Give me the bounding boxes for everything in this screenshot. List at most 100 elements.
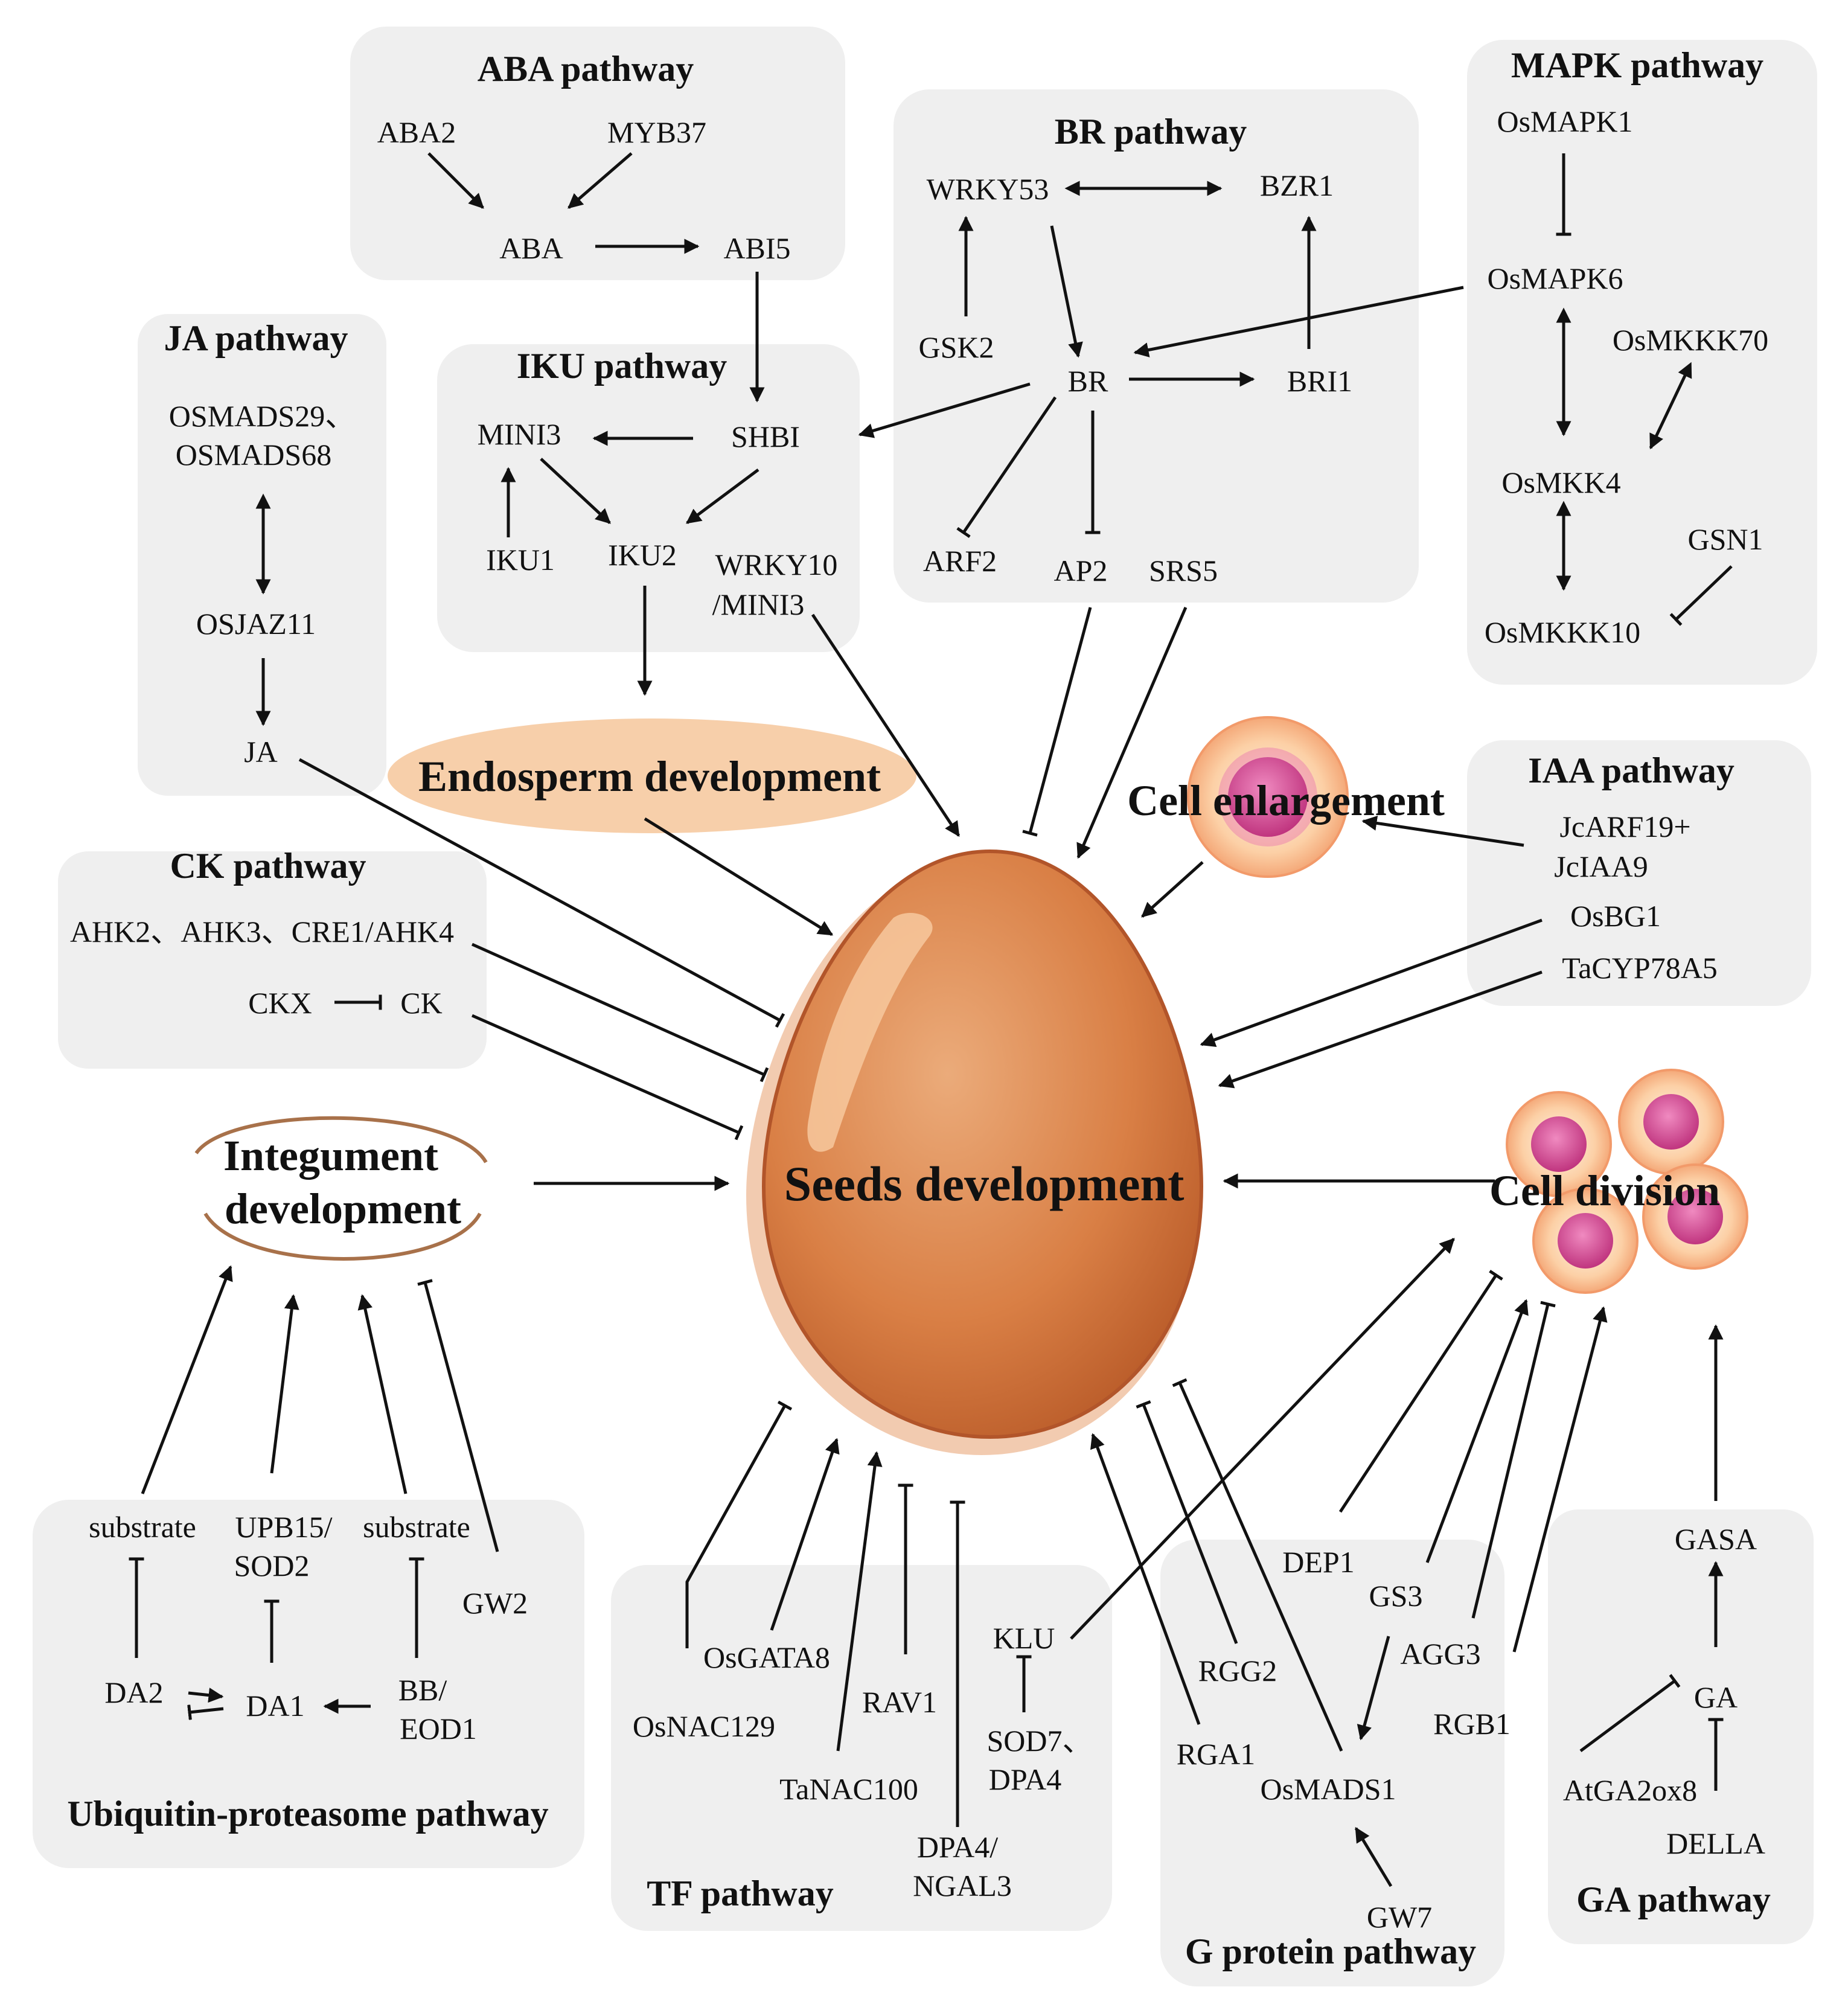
ubiquitin-panel-title: Ubiquitin-proteasome pathway (67, 1794, 548, 1834)
node-sod7-line2: DPA4 (989, 1762, 1061, 1796)
node-atga2ox8: AtGA2ox8 (1563, 1773, 1697, 1807)
node-jciaa9: JcIAA9 (1554, 850, 1648, 883)
node-ahk: AHK2、AHK3、CRE1/AHK4 (70, 915, 454, 949)
node-osmkkk10: OsMKKK10 (1485, 615, 1640, 649)
endosperm-ellipse (388, 718, 916, 833)
node-gs3: GS3 (1369, 1579, 1423, 1613)
node-shbi: SHBI (731, 420, 800, 453)
node-osmads29: OSMADS29、 (169, 399, 355, 433)
node-jcarf19: JcARF19+ (1559, 810, 1690, 843)
node-wrky53: WRKY53 (927, 172, 1049, 206)
integument-bottom-arc (203, 1212, 482, 1261)
node-srs5: SRS5 (1149, 554, 1218, 587)
node-abi5: ABI5 (723, 231, 790, 265)
node-iku1: IKU1 (486, 543, 555, 577)
node-ja: JA (244, 735, 278, 769)
ja-panel-title: JA pathway (164, 318, 348, 358)
node-osmkk4: OsMKK4 (1501, 466, 1620, 499)
node-br: BR (1068, 364, 1108, 398)
edge-gw7-osmads1 (1354, 1826, 1393, 1887)
iku-panel-title: IKU pathway (517, 346, 727, 386)
iku-panel (437, 344, 860, 652)
edge-rgb1-celldivision (1471, 1301, 1556, 1619)
edge-rgg2-seed (1136, 1400, 1238, 1644)
edge-upb15-integument (270, 1294, 299, 1474)
cell-enlargement-cell (1187, 716, 1349, 878)
edge-substrate1-integument (141, 1265, 233, 1494)
node-rga1: RGA1 (1177, 1737, 1256, 1771)
edge-substrate2-integument (357, 1294, 408, 1494)
edge-klu-celldivision (1070, 1238, 1455, 1640)
node-iku2: IKU2 (608, 538, 677, 572)
ga-panel (1548, 1509, 1814, 1944)
edge-rgb1b-celldivision (1512, 1306, 1608, 1653)
ga-panel-title: GA pathway (1576, 1880, 1771, 1919)
node-bb-line2: EOD1 (400, 1712, 477, 1746)
node-rgg2: RGG2 (1198, 1654, 1277, 1688)
tf-panel (611, 1565, 1112, 1931)
ck-panel (58, 851, 487, 1069)
edge-srs5-seed (1076, 607, 1188, 859)
node-tacyp78a5: TaCYP78A5 (1562, 951, 1718, 985)
edge-osgata8-seed (770, 1438, 840, 1631)
edge-gsn1-osmkkk10 (1669, 565, 1733, 626)
g-protein-panel-title: G protein pathway (1185, 1931, 1476, 1971)
node-sod7-line1: SOD7、 (986, 1724, 1092, 1758)
edge-endosperm-seed (644, 817, 834, 936)
node-gw7: GW7 (1367, 1900, 1432, 1934)
node-agg3: AGG3 (1400, 1637, 1480, 1671)
node-bb-line1: BB/ (398, 1673, 447, 1707)
g-protein-panel (1160, 1540, 1504, 1986)
edge-ja-seed (298, 758, 785, 1028)
node-aba: ABA (499, 231, 563, 265)
node-arf2: ARF2 (923, 544, 997, 578)
node-tanac100: TaNAC100 (779, 1772, 918, 1806)
node-rav1: RAV1 (862, 1685, 937, 1719)
ubiquitin-panel (33, 1500, 584, 1868)
edge-shbi-iku2 (685, 468, 759, 525)
node-da2: DA2 (104, 1675, 163, 1709)
seeds-development-label: Seeds development (784, 1156, 1185, 1211)
node-della: DELLA (1666, 1826, 1765, 1860)
node-dep1: DEP1 (1282, 1545, 1354, 1579)
node-rgb1: RGB1 (1433, 1707, 1511, 1741)
node-myb37: MYB37 (607, 115, 706, 149)
node-bzr1: BZR1 (1260, 168, 1334, 202)
mapk-panel (1467, 40, 1817, 685)
integument-label-line1: Integument (223, 1131, 438, 1180)
node-ap2: AP2 (1054, 554, 1108, 587)
edge-dep1-celldivision (1338, 1270, 1503, 1513)
edge-da1-da2 (187, 1704, 224, 1720)
node-upb15-line2: SOD2 (234, 1549, 309, 1582)
seed-egg (746, 849, 1204, 1455)
node-osgata8: OsGATA8 (703, 1640, 830, 1674)
edge-ahk-seed (471, 942, 769, 1083)
node-mini3: MINI3 (478, 417, 561, 451)
node-bri1: BRI1 (1287, 364, 1352, 398)
node-substrate-1: substrate (89, 1510, 196, 1544)
tf-panel-title: TF pathway (647, 1874, 834, 1913)
node-osmkkk70: OsMKKK70 (1613, 323, 1768, 357)
iaa-panel-title: IAA pathway (1528, 750, 1734, 790)
node-ck: CK (400, 986, 442, 1020)
node-dpa4-line2: NGAL3 (913, 1869, 1012, 1902)
edge-wrky53-br (1050, 225, 1083, 358)
node-klu: KLU (993, 1621, 1055, 1655)
cell-division-label: Cell division (1489, 1166, 1720, 1215)
node-da1: DA1 (246, 1689, 304, 1723)
iaa-panel (1467, 740, 1811, 1006)
edge-jcarf19-cellenlarge (1361, 815, 1524, 847)
aba-panel-title: ABA pathway (478, 49, 694, 89)
edge-br-arf2 (956, 396, 1057, 539)
br-panel-title: BR pathway (1055, 112, 1247, 152)
edge-tacyp-seed (1218, 970, 1543, 1089)
node-osmapk1: OsMAPK1 (1497, 104, 1632, 138)
edges (129, 152, 1733, 1887)
edge-ap2-seed (1022, 607, 1092, 837)
edge-osmads1-seed (1172, 1378, 1343, 1752)
node-osjaz11: OSJAZ11 (196, 607, 316, 641)
edge-gs3-celldivision (1425, 1299, 1529, 1563)
edge-aba2-aba (427, 152, 484, 209)
node-aba2: ABA2 (377, 115, 456, 149)
